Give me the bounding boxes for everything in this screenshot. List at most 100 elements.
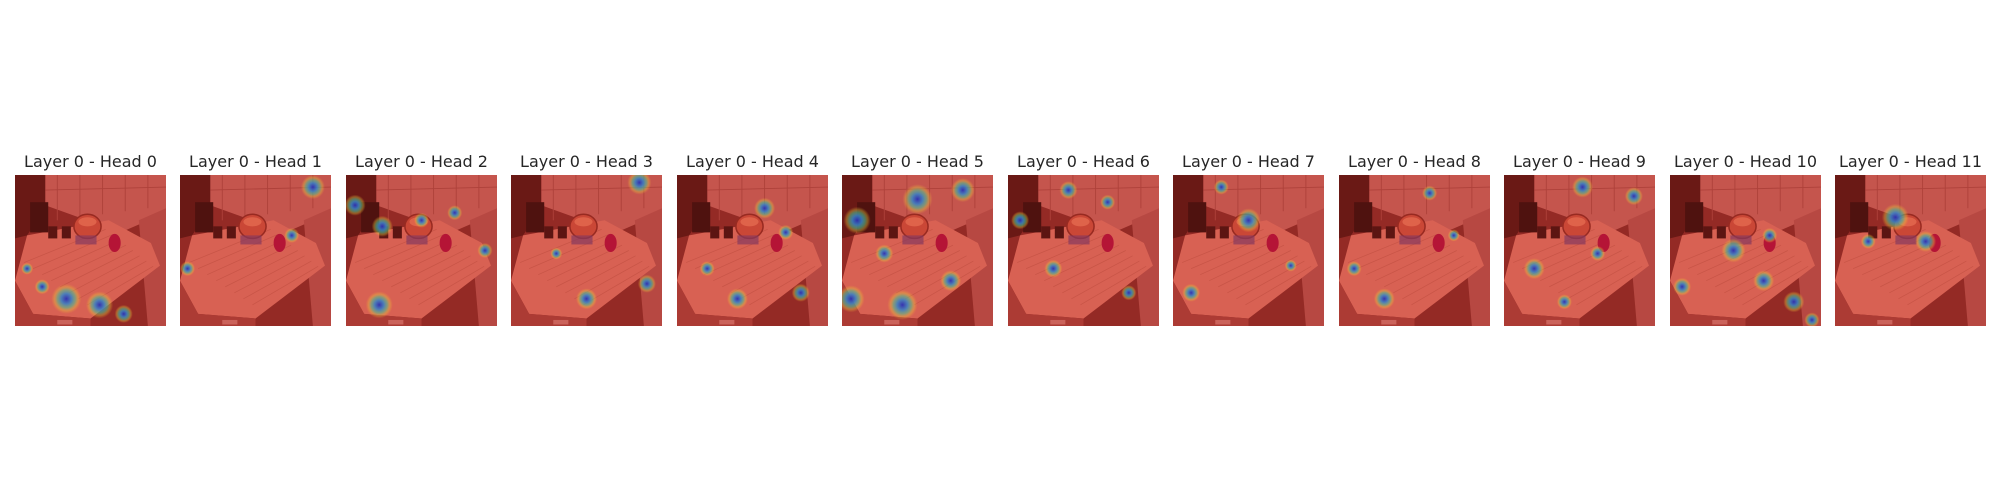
dark-cabinet xyxy=(1504,175,1535,239)
dark-cabinet xyxy=(511,175,542,239)
attention-hotspot xyxy=(1753,270,1775,292)
cabinet-front xyxy=(346,280,422,326)
mat xyxy=(1068,235,1090,245)
dish-rack xyxy=(692,202,711,233)
countertop xyxy=(1008,220,1153,319)
pink-object xyxy=(935,233,948,253)
attention-hotspot xyxy=(114,304,133,323)
cabinet-front xyxy=(1835,280,1911,326)
attention-heatmap-image xyxy=(346,175,497,326)
panel-title: Layer 0 - Head 9 xyxy=(1513,152,1646,171)
attention-hotspot xyxy=(1721,238,1746,263)
attention-heatmap-image xyxy=(1670,175,1821,326)
dish-rack xyxy=(1354,202,1373,233)
heatmap-overlay xyxy=(1173,175,1324,326)
heatmap-panel: Layer 0 - Head 3 xyxy=(511,150,662,326)
attention-hotspot xyxy=(1523,258,1545,280)
heatmap-overlay xyxy=(1670,175,1821,326)
mat xyxy=(1895,235,1917,245)
attention-hotspot xyxy=(1783,291,1805,313)
dish-rack xyxy=(1685,202,1704,233)
attention-hotspot xyxy=(477,242,493,259)
panel-title: Layer 0 - Head 7 xyxy=(1182,152,1315,171)
heatmap-overlay xyxy=(1504,175,1655,326)
pink-object xyxy=(1266,233,1279,253)
attention-hotspot xyxy=(1373,288,1395,310)
mat xyxy=(737,235,759,245)
attention-hotspot xyxy=(300,175,325,200)
mat xyxy=(1730,235,1752,245)
cabinet-front xyxy=(1504,280,1580,326)
attention-hotspot xyxy=(791,283,810,302)
countertop xyxy=(842,220,987,319)
heatmap-panel: Layer 0 - Head 4 xyxy=(677,150,828,326)
attention-heatmap-image xyxy=(511,175,662,326)
heatmap-overlay xyxy=(1008,175,1159,326)
attention-hotspot xyxy=(1346,261,1362,277)
panel-title: Layer 0 - Head 5 xyxy=(851,152,984,171)
attention-hotspot xyxy=(1881,203,1909,231)
attention-hotspot xyxy=(1860,233,1876,249)
panel-title: Layer 0 - Head 1 xyxy=(189,152,322,171)
attention-hotspot xyxy=(85,291,114,319)
attention-hotspot xyxy=(1044,259,1063,278)
heatmap-panel: Layer 0 - Head 5 xyxy=(842,150,993,326)
heatmap-overlay xyxy=(15,175,166,326)
attention-hotspot xyxy=(940,270,962,292)
cabinet-front xyxy=(842,280,918,326)
heatmap-panel: Layer 0 - Head 2 xyxy=(346,150,497,326)
mat xyxy=(902,235,924,245)
attention-hotspot xyxy=(1673,277,1692,296)
mat xyxy=(1233,235,1255,245)
attention-hotspot xyxy=(1182,283,1201,302)
attention-hotspot xyxy=(1804,312,1820,326)
countertop xyxy=(1670,220,1815,319)
attention-hotspot xyxy=(413,212,430,228)
cabinet-front xyxy=(15,280,91,326)
attention-hotspot xyxy=(726,288,748,310)
heatmap-panel: Layer 0 - Head 0 xyxy=(15,150,166,326)
heatmap-panel: Layer 0 - Head 11 xyxy=(1835,150,1986,326)
pink-object xyxy=(439,233,452,253)
attention-hotspot xyxy=(778,224,794,240)
attention-heatmap-image xyxy=(1504,175,1655,326)
dark-cabinet xyxy=(677,175,708,239)
attention-hotspot xyxy=(550,247,563,260)
dark-cabinet xyxy=(1173,175,1204,239)
attention-hotspot xyxy=(1236,208,1261,233)
dish-rack xyxy=(1519,202,1538,233)
cabinet-front xyxy=(1339,280,1415,326)
heatmap-overlay xyxy=(1339,175,1490,326)
panel-title: Layer 0 - Head 10 xyxy=(1673,152,1818,171)
pink-object xyxy=(273,233,286,253)
panel-title: Layer 0 - Head 4 xyxy=(686,152,819,171)
attention-hotspot xyxy=(51,283,82,314)
attention-hotspot xyxy=(1571,176,1594,198)
dish-rack xyxy=(30,202,49,233)
dish-rack xyxy=(195,202,214,233)
cabinet-front xyxy=(1670,280,1746,326)
attention-hotspot xyxy=(284,227,300,243)
panel-title: Layer 0 - Head 11 xyxy=(1838,152,1983,171)
cabinet-front xyxy=(1008,280,1084,326)
attention-hotspot xyxy=(1624,187,1643,206)
pink-object xyxy=(770,233,783,253)
countertop xyxy=(15,220,160,319)
attention-hotspot xyxy=(365,291,393,319)
heatmap-panel: Layer 0 - Head 8 xyxy=(1339,150,1490,326)
attention-hotspot xyxy=(34,279,50,295)
cabinet-front xyxy=(1173,280,1249,326)
attention-hotspot xyxy=(1100,194,1116,210)
attention-heatmap-image xyxy=(677,175,828,326)
heatmap-panel: Layer 0 - Head 1 xyxy=(180,150,331,326)
mat xyxy=(571,235,593,245)
heatmap-panel: Layer 0 - Head 6 xyxy=(1008,150,1159,326)
attention-hotspot xyxy=(842,285,865,313)
heatmap-panel: Layer 0 - Head 9 xyxy=(1504,150,1655,326)
attention-hotspot xyxy=(1590,245,1606,262)
panel-title: Layer 0 - Head 6 xyxy=(1017,152,1150,171)
countertop xyxy=(511,220,656,319)
attention-heatmap-image xyxy=(180,175,331,326)
attention-hotspot xyxy=(1447,229,1460,242)
pink-object xyxy=(1432,233,1445,253)
